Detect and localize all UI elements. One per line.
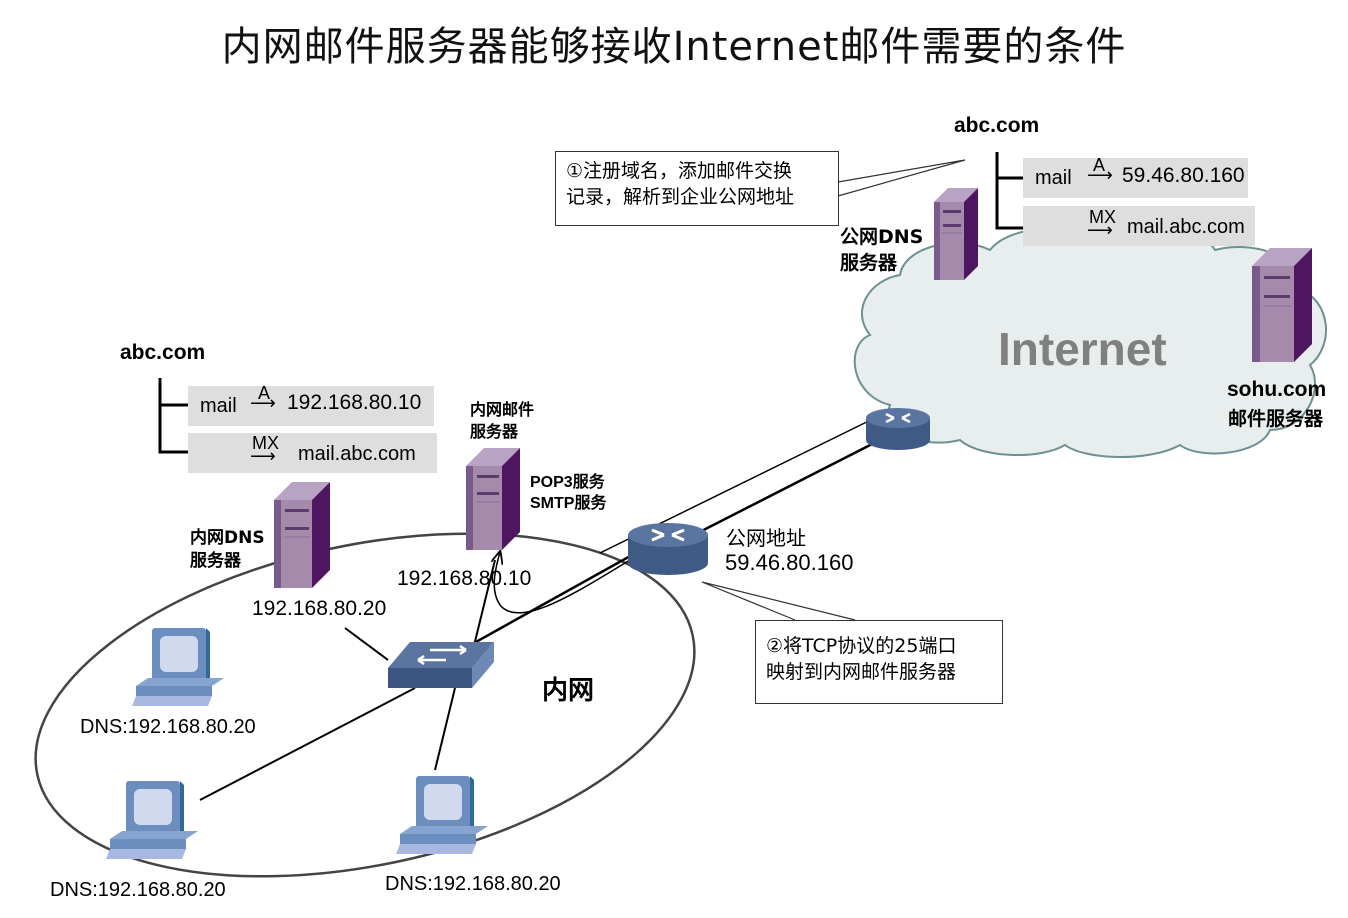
lan-pc-2-icon (106, 781, 198, 859)
lan-pc-1-dns: DNS:192.168.80.20 (80, 716, 256, 738)
lan-switch-icon (388, 642, 494, 688)
public-dns-label: 公网DNS 服务器 (840, 224, 923, 276)
record-type: A (258, 383, 271, 403)
record-name: mail (1035, 167, 1072, 189)
mail-server-icon (466, 448, 520, 550)
public-dns-mx-record: MX ⟶ mail.abc.com (1023, 206, 1255, 246)
private-dns-a-record: mail A ⟶ 192.168.80.10 (188, 383, 434, 426)
lan-label: 内网 (542, 676, 595, 706)
port-mapping-arrow (494, 552, 631, 614)
lan-pc-2-dns: DNS:192.168.80.20 (50, 879, 226, 901)
mail-server-services: POP3服务 SMTP服务 (530, 472, 606, 514)
arrow-icon: ⟶ (250, 446, 276, 466)
gateway-router-icon (628, 523, 708, 575)
callout-step-2: ②将TCP协议的25端口 映射到内网邮件服务器 (755, 620, 1003, 704)
record-type: A (1093, 155, 1106, 175)
record-value: mail.abc.com (298, 443, 416, 465)
private-dns-zone-name: abc.com (120, 341, 206, 364)
callout-1-pointer (837, 159, 966, 197)
public-dns-a-record: mail A ⟶ 59.46.80.160 (1023, 155, 1248, 198)
record-value: mail.abc.com (1127, 216, 1245, 238)
gateway-ip: 59.46.80.160 (725, 550, 854, 575)
record-value: 59.46.80.160 (1122, 164, 1245, 187)
mail-server-label: 内网邮件 服务器 (470, 399, 534, 443)
private-dns-label-line2: 服务器 (190, 551, 241, 571)
public-dns-zone-name: abc.com (954, 114, 1040, 137)
callout-line1: 将TCP协议的25端口 (783, 635, 957, 657)
lan-pc-1-icon (132, 628, 224, 706)
callout-line2: 记录，解析到企业公网地址 (566, 186, 795, 208)
mail-server-ip: 192.168.80.10 (397, 567, 532, 590)
remote-mail-server-label: 邮件服务器 (1228, 408, 1324, 430)
record-name: mail (200, 395, 237, 417)
mail-server-label-line1: 内网邮件 (470, 400, 535, 419)
remote-mail-server-icon (1252, 248, 1312, 362)
public-dns-server-icon (934, 188, 978, 280)
mail-server-label-line2: 服务器 (470, 422, 519, 441)
callout-step-1: ①注册域名，添加邮件交换 记录，解析到企业公网地址 (555, 151, 839, 226)
pop3-service-label: POP3服务 (530, 474, 605, 491)
diagram-title: 内网邮件服务器能够接收Internet邮件需要的条件 (221, 24, 1127, 70)
arrow-icon: ⟶ (250, 393, 276, 413)
arrow-icon: ⟶ (1087, 220, 1113, 240)
private-dns-server-icon (274, 482, 330, 588)
lan-boundary (34, 532, 696, 878)
smtp-service-label: SMTP服务 (530, 495, 607, 512)
private-dns-label: 内网DNS 服务器 (190, 527, 265, 573)
private-dns-label-line1: 内网DNS (190, 528, 265, 548)
callout-2-pointer (701, 581, 856, 621)
public-dns-tree (995, 152, 1027, 230)
private-dns-mx-record: MX ⟶ mail.abc.com (188, 433, 437, 473)
step-number: ① (566, 160, 584, 182)
record-type: MX (252, 433, 279, 453)
step-number: ② (766, 635, 784, 657)
remote-mail-server-name: sohu.com (1227, 378, 1327, 401)
public-dns-label-line2: 服务器 (840, 252, 898, 274)
gateway-label: 公网地址 (726, 526, 806, 550)
arrow-icon: ⟶ (1087, 165, 1113, 185)
private-dns-ip: 192.168.80.20 (252, 597, 387, 620)
public-dns-label-line1: 公网DNS (840, 226, 924, 248)
callout-line1: 注册域名，添加邮件交换 (583, 160, 793, 182)
private-dns-tree (158, 378, 190, 454)
lan-pc-3-dns: DNS:192.168.80.20 (385, 873, 561, 895)
callout-line2: 映射到内网邮件服务器 (766, 661, 957, 683)
internet-label: Internet (998, 323, 1167, 375)
record-value: 192.168.80.10 (287, 391, 422, 414)
internet-router-icon (866, 408, 930, 450)
record-type: MX (1089, 207, 1116, 227)
lan-pc-3-icon (396, 776, 488, 854)
